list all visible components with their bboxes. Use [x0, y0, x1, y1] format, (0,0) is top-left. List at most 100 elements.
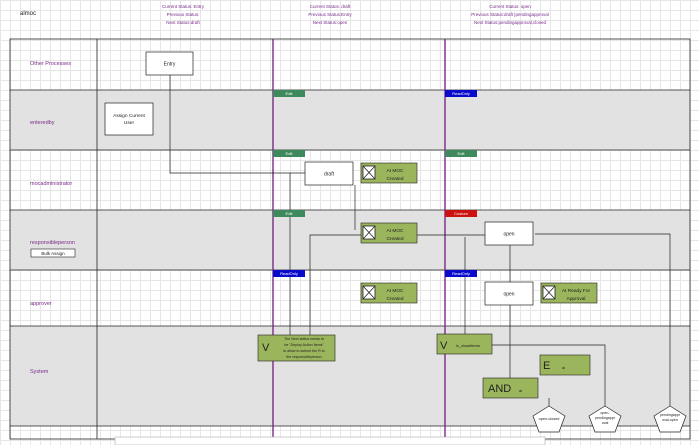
- tag-text: Edit: [286, 91, 294, 96]
- end-state-label: pendingappr: [595, 416, 616, 420]
- event-node[interactable]: E ai: [539, 354, 591, 376]
- end-state-open-pendingapproval[interactable]: open- pendingappr oval: [588, 405, 622, 433]
- header-text: Next Status:pendingapproval,closed: [474, 20, 547, 25]
- notification-label: At MOC: [386, 168, 404, 174]
- tag-text: Edit: [286, 151, 294, 156]
- notification-node[interactable]: At MOC Created: [360, 162, 418, 184]
- notification-label: At MOC: [386, 288, 404, 294]
- validation-letter: V: [440, 340, 448, 352]
- stage-tag: Edit: [273, 90, 305, 97]
- validation-letter: V: [262, 342, 270, 354]
- and-letter: AND: [488, 383, 511, 395]
- end-state-label: open-closed: [539, 417, 560, 421]
- header-text: Previous Status:draft |pendingapproval: [471, 12, 548, 17]
- stage-tag: ReadOnly: [445, 270, 477, 277]
- lane-bg-system: [10, 326, 690, 426]
- header-text: Current Status: Entry: [162, 4, 205, 9]
- open-node[interactable]: open: [484, 221, 534, 246]
- and-text: ai: [519, 388, 522, 393]
- validation-node[interactable]: V The Next status needs to be "Deploy Ac…: [257, 334, 336, 362]
- end-state-label: pendingappr: [660, 413, 681, 417]
- validation-text: The Next status needs to: [284, 337, 324, 341]
- tag-rect-1: [273, 90, 305, 97]
- lane-label: mocadministrator: [30, 181, 72, 187]
- end-state-label: open-: [600, 411, 610, 415]
- header-text: Current Status: draft: [310, 4, 351, 9]
- header-text: Next Status:open: [313, 20, 348, 25]
- assign-label-line: User: [124, 120, 135, 126]
- tag-text: ReadOnly: [452, 91, 470, 96]
- draft-label: draft: [324, 172, 335, 178]
- stage-tag: ReadOnly: [273, 270, 305, 277]
- entry-label: Entry: [164, 62, 176, 68]
- notification-node[interactable]: At MOC Created: [360, 282, 418, 304]
- lane-label: System: [30, 369, 49, 375]
- event-letter: E: [543, 360, 550, 372]
- header-text: Previous Status:: [167, 12, 200, 17]
- tag-text: Edit: [286, 211, 294, 216]
- stage-tag: Edit: [445, 150, 477, 157]
- envelope-icon: [542, 285, 556, 300]
- validation-text: to allow to submit the R to: [283, 349, 324, 353]
- pool-frame: [9, 38, 691, 440]
- lane-label: Other Processes: [30, 61, 71, 67]
- stage-tag: ReadOnly: [445, 90, 477, 97]
- tag-rect-4: [445, 150, 477, 157]
- open-label: open: [503, 292, 514, 298]
- lane-label: enteredby: [30, 120, 55, 126]
- stage-tag: Custom: [445, 210, 477, 217]
- tag-text: Custom: [454, 211, 468, 216]
- end-state-open-closed[interactable]: open-closed: [532, 405, 566, 433]
- bulk-assign-label: Bulk Assign: [41, 251, 65, 256]
- notification-node[interactable]: At Ready For Approval: [540, 282, 598, 304]
- header-col-3: Current Status: open Previous Status:dra…: [471, 4, 548, 25]
- notification-label: At MOC: [386, 228, 404, 234]
- and-gateway-node[interactable]: AND ai: [482, 377, 539, 399]
- stage-tag: Edit: [273, 210, 305, 217]
- tag-text: ReadOnly: [452, 271, 470, 276]
- header-text: Next Status:draft: [166, 20, 200, 25]
- lane-label: approver: [30, 301, 52, 307]
- envelope-icon: [362, 225, 376, 240]
- tag-rect-6: [445, 210, 477, 217]
- envelope-icon: [362, 165, 376, 180]
- open-node-approver[interactable]: open: [484, 281, 534, 306]
- tag-rect-3: [273, 150, 305, 157]
- tag-rect-5: [273, 210, 305, 217]
- lane-bg-responsibleperson: [10, 210, 690, 270]
- notification-label: Approval: [567, 296, 586, 302]
- diagram-title: almoc: [20, 11, 36, 17]
- validation-text: iv_closeitems: [456, 343, 480, 348]
- entry-node[interactable]: Entry: [145, 51, 194, 76]
- open-label: open: [503, 232, 514, 238]
- notification-label: Created: [386, 176, 403, 182]
- end-state-label: oval-open: [662, 418, 678, 422]
- draft-node[interactable]: draft: [304, 161, 354, 186]
- notification-node[interactable]: At MOC Created: [360, 222, 418, 244]
- connectors: [169, 75, 671, 410]
- validation-node-closeitems[interactable]: V iv_closeitems: [436, 333, 493, 355]
- bulk-assign-button[interactable]: Bulk Assign: [30, 248, 76, 258]
- end-state-pendingapproval-open[interactable]: pendingappr oval-open: [653, 405, 687, 433]
- event-text: ai: [562, 365, 565, 370]
- envelope-icon: [362, 285, 376, 300]
- tag-rect-7: [273, 270, 305, 277]
- bottom-panel: [114, 436, 546, 445]
- stage-tag: Edit: [273, 150, 305, 157]
- notification-label: At Ready For: [562, 288, 591, 294]
- tag-text: Edit: [458, 151, 466, 156]
- header-col-1: Current Status: Entry Previous Status: N…: [162, 4, 205, 25]
- header-text: Current Status: open: [489, 4, 531, 9]
- end-state-label: oval: [602, 421, 609, 425]
- tag-rect-2: [445, 90, 477, 97]
- tag-text: ReadOnly: [280, 271, 298, 276]
- tag-rect-8: [445, 270, 477, 277]
- lane-label: responsibleperson: [30, 240, 75, 246]
- assign-label-line: Assign Current: [113, 113, 145, 119]
- header-text: Previous Status:Entry: [308, 12, 352, 17]
- validation-text: the responsibleperson: [286, 355, 321, 359]
- validation-text: be "Deploy Action Items": [284, 343, 324, 347]
- assign-current-user-node[interactable]: Assign Current User: [104, 102, 154, 136]
- header-col-2: Current Status: draft Previous Status:En…: [308, 4, 352, 25]
